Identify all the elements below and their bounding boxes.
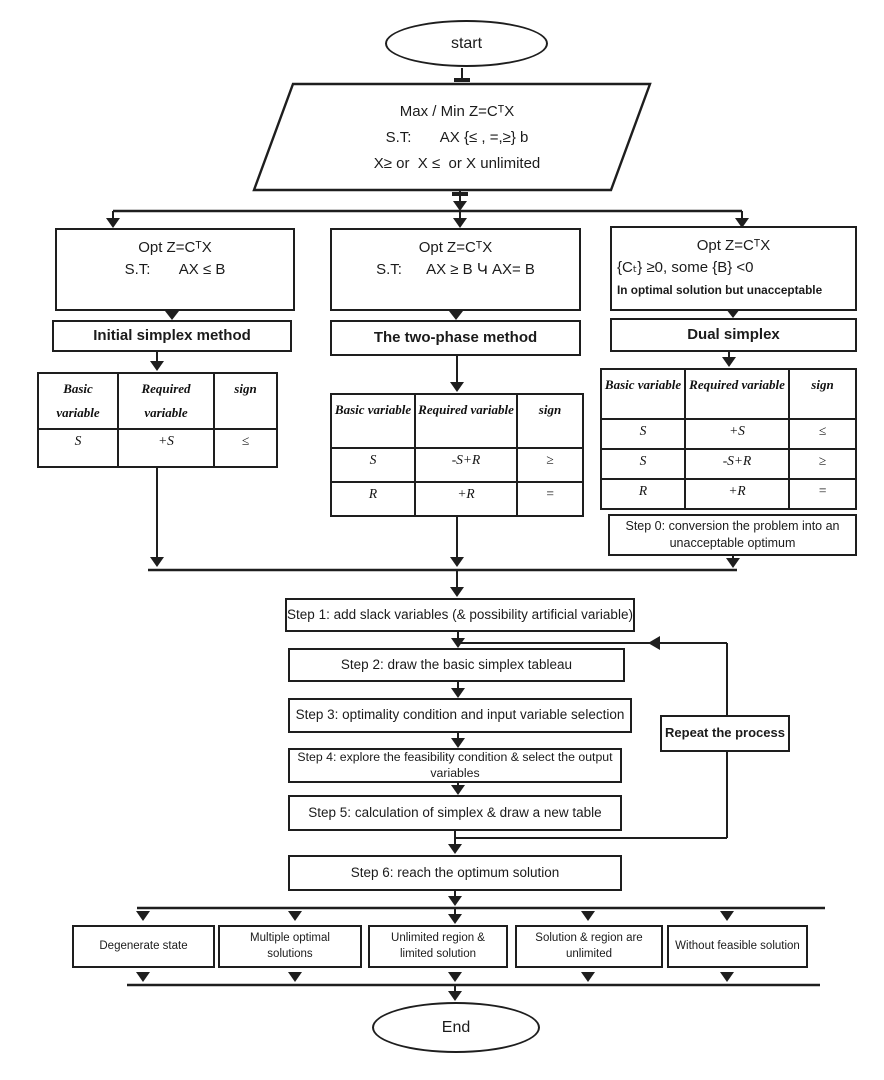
table-cell: R bbox=[330, 481, 416, 517]
table-header-basic: Basic variable bbox=[600, 368, 686, 420]
table-cell: R bbox=[600, 478, 686, 510]
table-cell: +S bbox=[684, 418, 790, 450]
right-condition-line-1: Opt Z=CᵀX bbox=[696, 237, 771, 254]
right-condition-line-2: {Cₜ} ≥0, some {B} <0 bbox=[617, 259, 754, 276]
end-label: End bbox=[441, 1018, 471, 1036]
step-5-label: Step 5: calculation of simplex & draw a … bbox=[308, 804, 602, 820]
middle-condition-line-2: S.T: AX ≥ B Կ AX= B bbox=[376, 261, 535, 278]
table-header-basic: Basic variable bbox=[37, 372, 119, 430]
right-method-label: Dual simplex bbox=[687, 325, 780, 343]
step-1-label: Step 1: add slack variables (& possibili… bbox=[287, 606, 633, 622]
table-cell: +R bbox=[684, 478, 790, 510]
table-cell: ≥ bbox=[516, 447, 584, 483]
middle-condition-line-1: Opt Z=CᵀX bbox=[418, 239, 493, 256]
step-3-label: Step 3: optimality condition and input v… bbox=[295, 707, 625, 723]
problem-parallelogram bbox=[252, 82, 652, 192]
left-condition-box: Opt Z=CᵀX S.T: AX ≤ B bbox=[55, 228, 295, 311]
table-cell: = bbox=[788, 478, 857, 510]
table-cell: +R bbox=[414, 481, 518, 517]
table-row: R +R = bbox=[600, 478, 857, 510]
table-cell: S bbox=[600, 418, 686, 450]
table-cell: S bbox=[330, 447, 416, 483]
problem-line-2: S.T: AX {≤ , =,≥} b bbox=[385, 129, 529, 146]
outcome-label: Multiple optimal solutions bbox=[250, 931, 330, 960]
table-header-required: Required variable bbox=[684, 368, 790, 420]
table-cell: ≥ bbox=[788, 448, 857, 480]
left-method-label: Initial simplex method bbox=[93, 326, 251, 344]
right-condition-box: Opt Z=CᵀX {Cₜ} ≥0, some {B} <0 In optima… bbox=[610, 226, 857, 311]
start-terminator: start bbox=[385, 20, 548, 67]
table-header-sign: sign bbox=[516, 393, 584, 449]
step-3-box: Step 3: optimality condition and input v… bbox=[288, 698, 632, 733]
step0-box: Step 0: conversion the problem into an u… bbox=[608, 514, 857, 556]
table-header-required: Required variable bbox=[414, 393, 518, 449]
outcome-label: Degenerate state bbox=[99, 939, 188, 952]
table-cell: +S bbox=[117, 428, 215, 468]
left-condition-line-2: S.T: AX ≤ B bbox=[124, 261, 226, 278]
problem-line-1: Max / Min Z=CᵀX bbox=[399, 103, 515, 120]
step-4-box: Step 4: explore the feasibility conditio… bbox=[288, 748, 622, 783]
step-2-label: Step 2: draw the basic simplex tableau bbox=[340, 656, 573, 672]
table-row: S -S+R ≥ bbox=[330, 447, 584, 483]
right-sign-table: Basic variable Required variable sign S … bbox=[600, 368, 857, 510]
left-sign-table: Basic variable Required variable sign S … bbox=[37, 372, 278, 468]
step-6-box: Step 6: reach the optimum solution bbox=[288, 855, 622, 891]
end-terminator: End bbox=[372, 1002, 540, 1053]
middle-method-label: The two-phase method bbox=[373, 328, 538, 346]
table-cell: ≤ bbox=[788, 418, 857, 450]
table-cell: -S+R bbox=[414, 447, 518, 483]
right-method-box: Dual simplex bbox=[610, 318, 857, 352]
table-cell: = bbox=[516, 481, 584, 517]
table-cell: ≤ bbox=[213, 428, 278, 468]
table-header-sign: sign bbox=[213, 372, 278, 430]
middle-condition-box: Opt Z=CᵀX S.T: AX ≥ B Կ AX= B bbox=[330, 228, 581, 311]
table-row: S +S ≤ bbox=[600, 418, 857, 450]
repeat-process-label: Repeat the process bbox=[665, 725, 785, 741]
repeat-process-box: Repeat the process bbox=[660, 715, 790, 752]
outcome-multiple-optimal-box: Multiple optimal solutions bbox=[218, 925, 362, 968]
step-5-box: Step 5: calculation of simplex & draw a … bbox=[288, 795, 622, 831]
table-header-basic: Basic variable bbox=[330, 393, 416, 449]
outcome-solution-region-unlimited-box: Solution & region are unlimited bbox=[515, 925, 663, 968]
step-1-box: Step 1: add slack variables (& possibili… bbox=[285, 598, 635, 632]
outcome-label: Unlimited region & limited solution bbox=[391, 931, 485, 960]
step-2-box: Step 2: draw the basic simplex tableau bbox=[288, 648, 625, 682]
right-condition-line-3: In optimal solution but unacceptable bbox=[617, 283, 823, 297]
table-cell: S bbox=[600, 448, 686, 480]
table-header-required: Required variable bbox=[117, 372, 215, 430]
table-row: S +S ≤ bbox=[37, 428, 278, 468]
outcome-no-feasible-solution-box: Without feasible solution bbox=[667, 925, 808, 968]
step-4-label: Step 4: explore the feasibility conditio… bbox=[297, 750, 613, 780]
start-label: start bbox=[450, 34, 483, 52]
step0-label: Step 0: conversion the problem into an u… bbox=[625, 518, 840, 551]
table-cell: -S+R bbox=[684, 448, 790, 480]
middle-method-box: The two-phase method bbox=[330, 320, 581, 356]
outcome-label: Without feasible solution bbox=[675, 939, 800, 952]
outcome-label: Solution & region are unlimited bbox=[535, 931, 643, 960]
table-row: R +R = bbox=[330, 481, 584, 517]
outcome-unlimited-region-box: Unlimited region & limited solution bbox=[368, 925, 508, 968]
step-6-label: Step 6: reach the optimum solution bbox=[350, 864, 560, 880]
problem-statement: Max / Min Z=CᵀX S.T: AX {≤ , =,≥} b X≥ o… bbox=[277, 99, 637, 177]
table-row: S -S+R ≥ bbox=[600, 448, 857, 480]
problem-line-3: X≥ or X ≤ or X unlimited bbox=[373, 155, 541, 172]
left-method-box: Initial simplex method bbox=[52, 320, 292, 352]
table-cell: S bbox=[37, 428, 119, 468]
table-header-sign: sign bbox=[788, 368, 857, 420]
outcome-degenerate-box: Degenerate state bbox=[72, 925, 215, 968]
middle-sign-table: Basic variable Required variable sign S … bbox=[330, 393, 584, 517]
left-condition-line-1: Opt Z=CᵀX bbox=[138, 239, 212, 256]
